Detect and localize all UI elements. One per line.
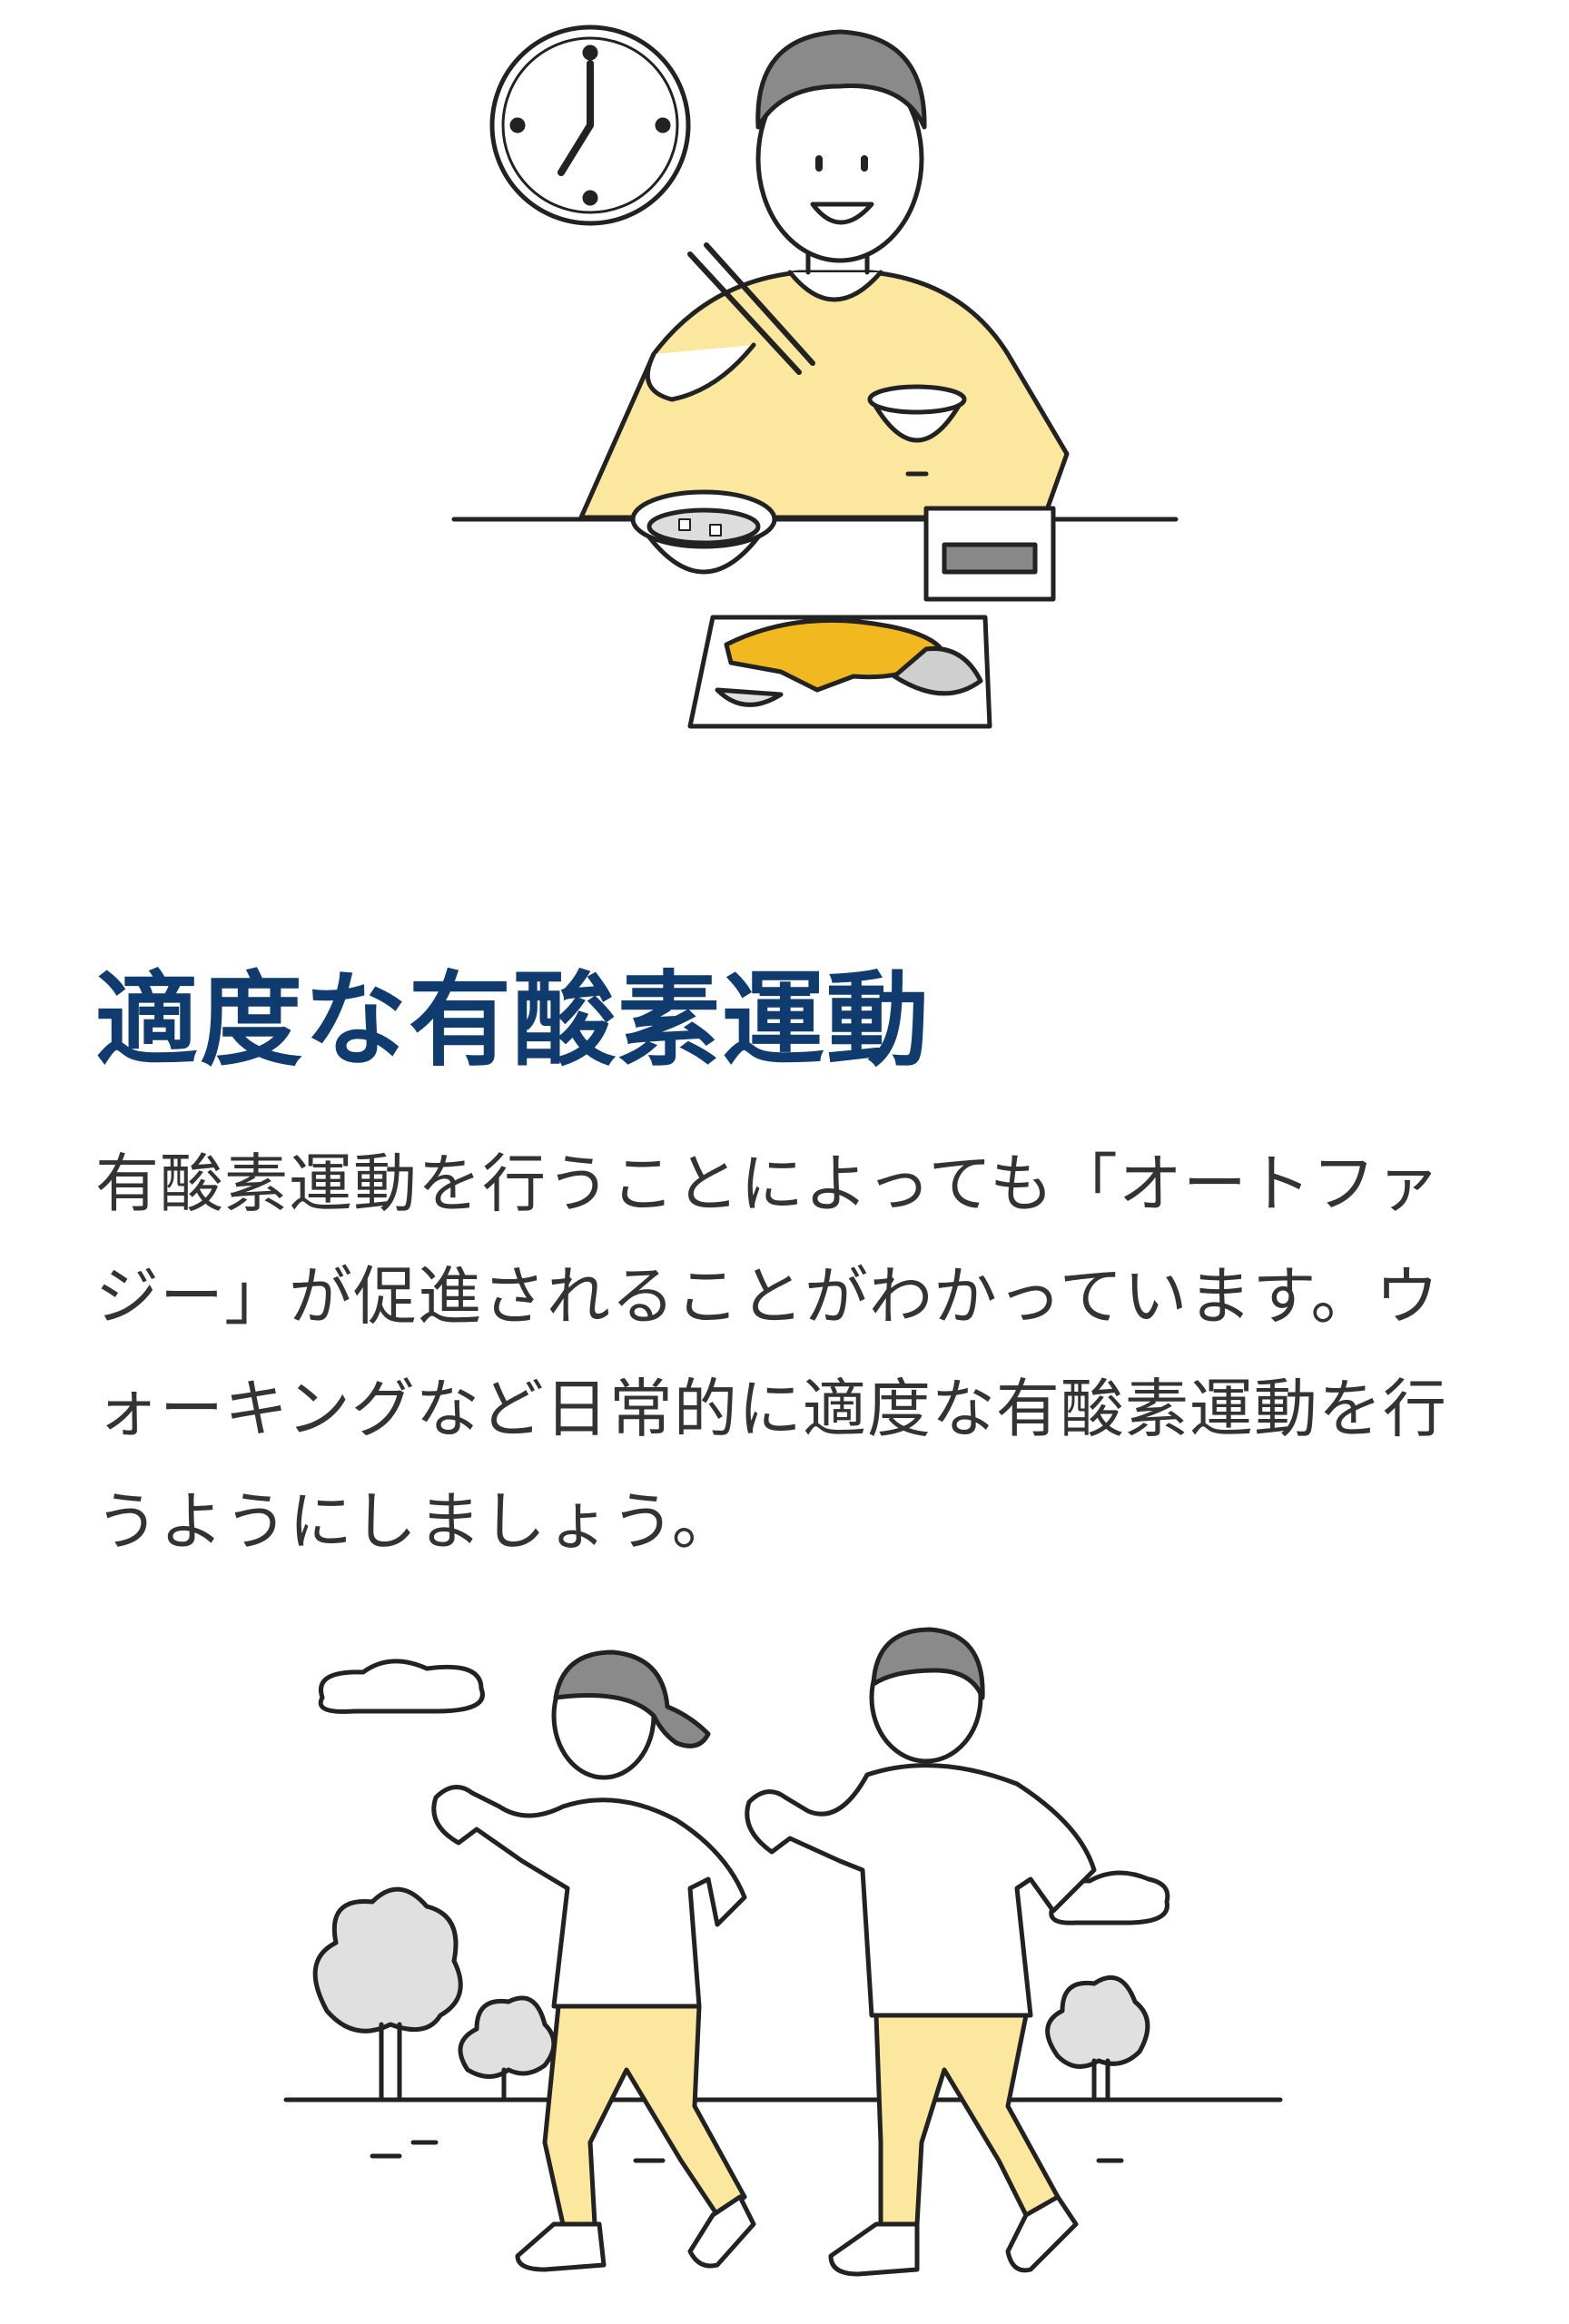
man-walking [745, 1627, 1097, 2277]
section-description: 有酸素運動を行うことによっても「オートファジー」が促進されることがわかっています… [95, 1146, 1447, 1559]
soup-bowl [630, 489, 777, 575]
meal-illustration [0, 0, 1569, 753]
woman-walking [431, 1649, 756, 2272]
man-eating [578, 29, 1070, 520]
side-dish [923, 506, 1056, 602]
tree-left [312, 1886, 463, 2102]
walking-illustration [0, 1598, 1569, 2324]
section-heading: 適度な有酸素運動 [95, 960, 931, 1080]
fish-plate [687, 615, 992, 729]
tree-middle [458, 1995, 557, 2102]
tree-right [1045, 1974, 1150, 2102]
cloud-left [318, 1659, 485, 1714]
clock-icon [489, 25, 691, 226]
aerobic-exercise-section: 適度な有酸素運動 有酸素運動を行うことによっても「オートファジー」が促進されるこ… [95, 960, 1494, 1578]
